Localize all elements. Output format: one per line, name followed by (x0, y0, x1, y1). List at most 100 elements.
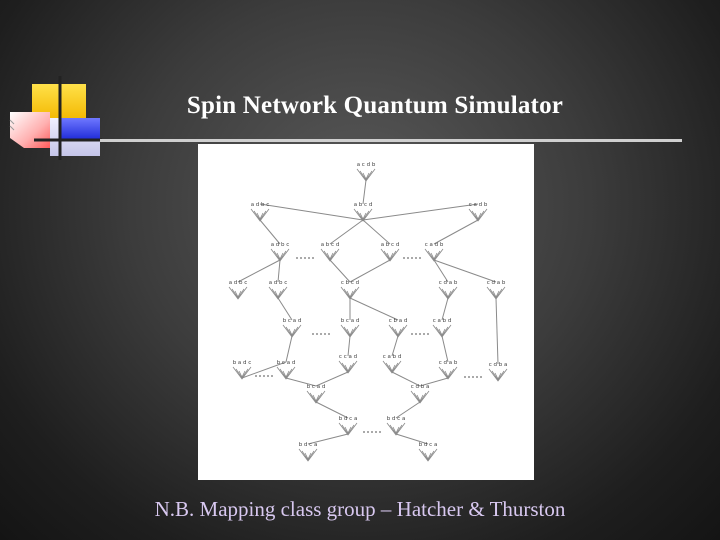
node-tree-glyph (359, 170, 373, 181)
node-tree-glyph (276, 366, 296, 380)
node-label: b c a d (307, 384, 326, 390)
node-label: b c a d (283, 318, 302, 324)
node-tree-glyph (444, 370, 452, 378)
node-tree-glyph (441, 368, 455, 379)
slide-title: Spin Network Quantum Simulator (186, 92, 564, 119)
network-edge (315, 401, 349, 419)
node-tree-glyph (343, 326, 357, 337)
node-label: c a b d (383, 354, 402, 360)
node-tree-glyph (494, 372, 502, 380)
node-label: c d a b (439, 360, 458, 366)
network-edge (277, 297, 293, 321)
node-tree-glyph (306, 390, 326, 404)
network-edge (441, 297, 449, 321)
node-tree-glyph (276, 252, 284, 260)
network-edge (441, 335, 449, 363)
node-tree-glyph (410, 390, 430, 404)
node-tree-glyph (388, 324, 408, 338)
node-tree-glyph (285, 326, 299, 337)
node-tree-glyph (341, 362, 355, 373)
node-label: b d c a (299, 442, 318, 448)
node-tree-glyph (438, 328, 446, 336)
node-tree-glyph (383, 250, 397, 261)
node-tree-glyph (427, 250, 441, 261)
node-tree-glyph (301, 450, 315, 461)
node-tree-glyph (232, 366, 252, 380)
slide-caption: N.B. Mapping class group – Hatcher & Thu… (154, 497, 566, 521)
node-tree-glyph (274, 290, 282, 298)
node-label: b c a d (277, 360, 296, 366)
node-label: b d c a (387, 416, 406, 422)
node-tree-glyph (471, 210, 485, 221)
node-tree-glyph (346, 290, 354, 298)
node-label: c b a d (389, 318, 408, 324)
node-tree-glyph (273, 250, 287, 261)
node-tree-glyph (343, 288, 357, 299)
network-edge (362, 219, 391, 245)
network-edge (362, 179, 367, 205)
decorative-squares (9, 76, 102, 160)
node-tree-glyph (389, 424, 403, 435)
node-tree-glyph (323, 250, 337, 261)
node-label: c a d b (425, 242, 444, 248)
node-tree-glyph (432, 324, 452, 338)
node-label: c a d b (469, 202, 488, 208)
node-tree-glyph (344, 426, 352, 434)
network-edge (259, 203, 364, 221)
network-edge (329, 219, 364, 245)
node-tree-glyph (231, 288, 245, 299)
node-tree-glyph (492, 290, 500, 298)
node-tree-glyph (435, 326, 449, 337)
node-label: a d b c (251, 202, 270, 208)
node-tree-glyph (491, 370, 505, 381)
node-tree-glyph (298, 448, 318, 462)
node-label: a d b c (271, 242, 290, 248)
network-edge (433, 219, 479, 245)
node-label: b c a d (341, 318, 360, 324)
node-label: a b c d (321, 242, 340, 248)
network-edge (433, 259, 497, 283)
node-tree-glyph (312, 394, 320, 402)
title-rule (100, 139, 682, 142)
node-label: c b c d (341, 280, 359, 286)
node-tree-glyph (250, 208, 270, 222)
node-label: c a b d (433, 318, 452, 324)
node-tree-glyph (486, 286, 506, 300)
node-tree-glyph (338, 422, 358, 436)
node-tree-glyph (340, 324, 360, 338)
node-label: a b c d (354, 202, 373, 208)
network-edge (329, 259, 351, 283)
node-tree-glyph (394, 328, 402, 336)
node-tree-glyph (444, 290, 452, 298)
node-tree-glyph (253, 210, 267, 221)
node-tree-glyph (413, 392, 427, 403)
node-label: b d c a (419, 442, 438, 448)
node-tree-glyph (388, 364, 396, 372)
node-tree-glyph (320, 248, 340, 262)
node-tree-glyph (346, 328, 354, 336)
node-tree-glyph (288, 328, 296, 336)
network-edge (391, 371, 421, 387)
node-tree-glyph (344, 364, 352, 372)
node-tree-glyph (304, 452, 312, 460)
node-tree-glyph (271, 288, 285, 299)
node-tree-glyph (309, 392, 323, 403)
node-tree-glyph (489, 288, 503, 299)
node-tree-glyph (392, 426, 400, 434)
node-tree-glyph (424, 452, 432, 460)
node-label: b a d c (233, 360, 252, 366)
node-tree-glyph (256, 212, 264, 220)
node-tree-glyph (438, 366, 458, 380)
network-edge (349, 297, 399, 321)
node-tree-glyph (353, 208, 373, 222)
node-tree-glyph (382, 360, 402, 374)
network-edge (495, 297, 499, 365)
node-label: b d c a (339, 416, 358, 422)
network-edge (307, 433, 349, 445)
node-tree-glyph (424, 248, 444, 262)
network-edge (347, 335, 351, 357)
node-tree-glyph (380, 248, 400, 262)
node-tree-glyph (282, 370, 290, 378)
node-label: c d a b (487, 280, 506, 286)
